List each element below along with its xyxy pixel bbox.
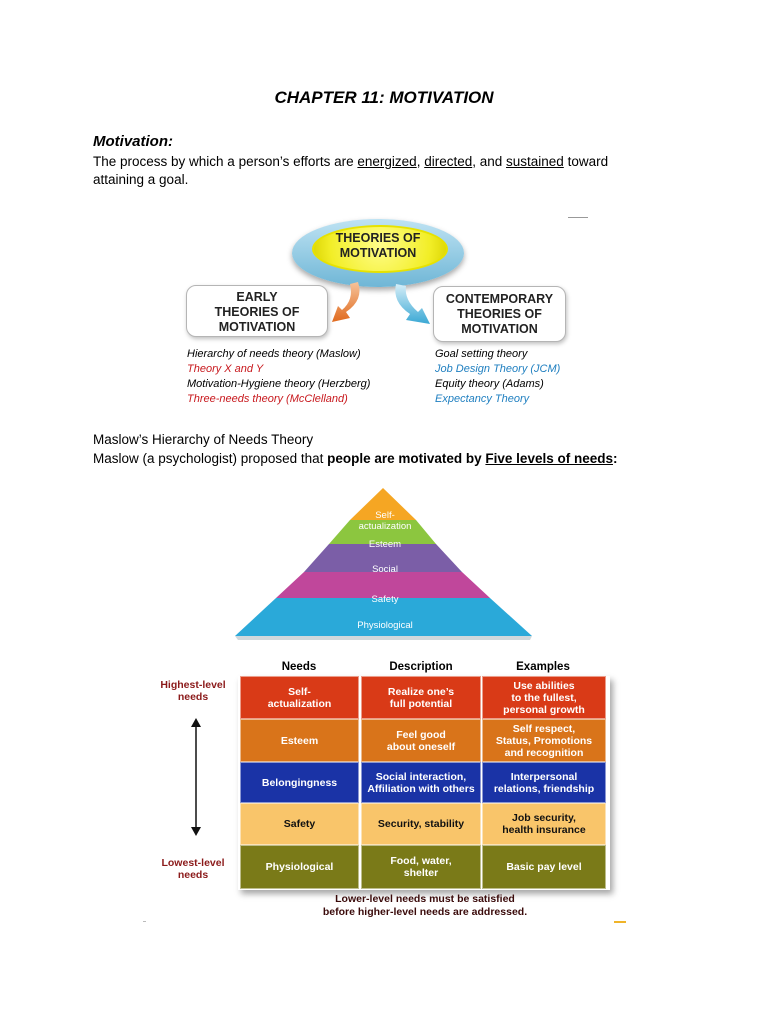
definition-text: attaining a goal. (93, 172, 188, 187)
definition-text: toward (564, 154, 608, 169)
needs-table-cell-desc: Food, water, shelter (361, 845, 481, 889)
needs-table-cell-ex: Basic pay level (482, 845, 606, 889)
maslow-intro-text: Maslow (a psychologist) proposed that (93, 451, 327, 466)
definition-text: , and (472, 154, 506, 169)
maslow-intro-text: : (613, 451, 618, 466)
orange-arrow-icon (332, 282, 360, 322)
needs-table-cell-need: Safety (240, 803, 359, 845)
theories-oval-label: THEORIES OF MOTIVATION (312, 231, 444, 261)
box-label-line: MOTIVATION (434, 322, 565, 337)
box-label-line: EARLY (187, 290, 327, 305)
early-theories-list: Hierarchy of needs theory (Maslow) Theor… (187, 347, 370, 407)
motivation-definition: The process by which a person’s efforts … (93, 153, 693, 189)
needs-table-cell-desc: Social interaction, Affiliation with oth… (361, 762, 481, 803)
oval-label-line: MOTIVATION (312, 246, 444, 261)
maslow-intro: Maslow (a psychologist) proposed that pe… (93, 450, 713, 468)
divider (143, 921, 146, 922)
needs-table-cell-need: Belongingness (240, 762, 359, 803)
needs-table-cell-need: Esteem (240, 719, 359, 762)
examples-col-header: Examples (482, 661, 604, 673)
chapter-title: CHAPTER 11: MOTIVATION (0, 88, 768, 108)
contemporary-theory-item: Goal setting theory (435, 347, 560, 362)
box-label-line: THEORIES OF (434, 307, 565, 322)
needs-table-cell-ex: Use abilities to the fullest, personal g… (482, 676, 606, 719)
motivation-heading: Motivation: (93, 133, 173, 150)
needs-table-cell-ex: Job security, health insurance (482, 803, 606, 845)
arrows-graphic (330, 278, 440, 338)
needs-table-cell-ex: Interpersonal relations, friendship (482, 762, 606, 803)
needs-table-cell-ex: Self respect, Status, Promotions and rec… (482, 719, 606, 762)
pyramid-label-physiological: Physiological (335, 620, 435, 631)
contemporary-theory-item: Expectancy Theory (435, 392, 560, 407)
box-label-line: THEORIES OF (187, 305, 327, 320)
needs-table-cell-need: Self- actualization (240, 676, 359, 719)
maslow-intro-bold: people are motivated by (327, 451, 485, 466)
pyramid-label-self-actualization: Self- actualization (340, 510, 430, 532)
sustained-term: sustained (506, 154, 564, 169)
needs-table-cell-desc: Feel good about oneself (361, 719, 481, 762)
needs-col-header: Needs (242, 661, 356, 673)
contemporary-theory-item: Equity theory (Adams) (435, 377, 560, 392)
pyramid-label-social: Social (335, 564, 435, 575)
divider (568, 217, 588, 218)
lowest-level-label: Lowest-level needs (148, 857, 238, 881)
early-theories-box: EARLY THEORIES OF MOTIVATION (186, 285, 328, 337)
maslow-heading: Maslow’s Hierarchy of Needs Theory (93, 431, 313, 449)
early-theory-item: Theory X and Y (187, 362, 370, 377)
blue-arrow-icon (395, 284, 430, 324)
oval-label-line: THEORIES OF (312, 231, 444, 246)
box-label-line: MOTIVATION (187, 320, 327, 335)
definition-text: The process by which a person’s efforts … (93, 154, 357, 169)
pyramid-shadow (235, 636, 532, 640)
needs-table-cell-desc: Security, stability (361, 803, 481, 845)
pyramid-label-safety: Safety (335, 594, 435, 605)
early-theory-item: Motivation-Hygiene theory (Herzberg) (187, 377, 370, 392)
early-theory-item: Hierarchy of needs theory (Maslow) (187, 347, 370, 362)
needs-footnote: Lower-level needs must be satisfied befo… (240, 893, 610, 919)
contemporary-theories-box: CONTEMPORARY THEORIES OF MOTIVATION (433, 286, 566, 342)
five-levels-term: Five levels of needs (485, 451, 613, 466)
early-theory-item: Three-needs theory (McClelland) (187, 392, 370, 407)
directed-term: directed (424, 154, 472, 169)
highest-level-label: Highest-level needs (148, 679, 238, 703)
needs-table-cell-desc: Realize one’s full potential (361, 676, 481, 719)
pyramid-label-text: Self- actualization (359, 510, 412, 532)
contemporary-theories-list: Goal setting theory Job Design Theory (J… (435, 347, 560, 407)
contemporary-theory-item: Job Design Theory (JCM) (435, 362, 560, 377)
description-col-header: Description (362, 661, 480, 673)
box-label-line: CONTEMPORARY (434, 292, 565, 307)
needs-table-cell-need: Physiological (240, 845, 359, 889)
double-arrow-icon (188, 718, 204, 836)
energized-term: energized (357, 154, 416, 169)
divider (614, 921, 626, 923)
pyramid-label-esteem: Esteem (335, 539, 435, 550)
